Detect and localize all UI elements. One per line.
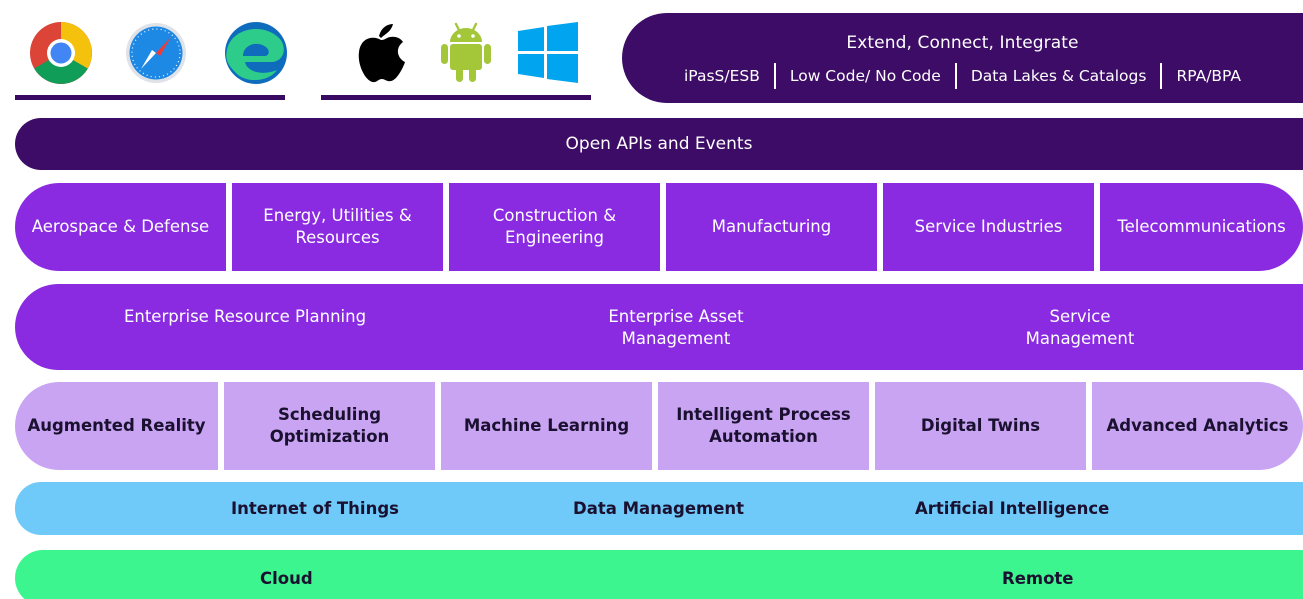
- industry-energy: Energy, Utilities & Resources: [232, 183, 443, 271]
- windows-icon: [515, 20, 581, 86]
- industry-service: Service Industries: [883, 183, 1094, 271]
- tech-scheduling-optimization: Scheduling Optimization: [224, 382, 435, 470]
- open-apis-bar: Open APIs and Events: [15, 118, 1303, 170]
- data-layer-bar: Internet of Things Data Management Artif…: [15, 482, 1303, 535]
- integration-item-data-lakes: Data Lakes & Catalogs: [970, 67, 1147, 85]
- integration-title: Extend, Connect, Integrate: [846, 33, 1079, 53]
- enterprise-erp: Enterprise Resource Planning: [123, 307, 367, 326]
- tech-machine-learning: Machine Learning: [441, 382, 652, 470]
- separator: [773, 63, 776, 89]
- industry-telecommunications: Telecommunications: [1100, 183, 1303, 271]
- enterprise-eam: Enterprise Asset Management: [608, 307, 744, 348]
- apple-icon: [348, 20, 414, 86]
- edge-icon: [223, 20, 289, 86]
- enterprise-service-management: Service Management: [1025, 307, 1135, 348]
- tech-augmented-reality: Augmented Reality: [15, 382, 218, 470]
- infrastructure-bar: Cloud Remote: [15, 550, 1303, 599]
- tech-intelligent-process-automation: Intelligent Process Automation: [658, 382, 869, 470]
- open-apis-label: Open APIs and Events: [565, 134, 753, 154]
- technologies-row: Augmented Reality Scheduling Optimizatio…: [15, 382, 1303, 470]
- tech-advanced-analytics: Advanced Analytics: [1092, 382, 1303, 470]
- integration-item-low-code: Low Code/ No Code: [789, 67, 941, 85]
- industry-manufacturing: Manufacturing: [666, 183, 877, 271]
- data-iot: Internet of Things: [231, 499, 399, 518]
- safari-icon: [123, 20, 189, 86]
- integration-item-rpa: RPA/BPA: [1176, 67, 1242, 85]
- tech-digital-twins: Digital Twins: [875, 382, 1086, 470]
- infra-remote: Remote: [1002, 568, 1074, 588]
- browsers-underline: [15, 95, 285, 100]
- data-ai: Artificial Intelligence: [915, 499, 1110, 518]
- industries-row: Aerospace & Defense Energy, Utilities & …: [15, 183, 1303, 271]
- android-icon: [433, 20, 499, 86]
- integration-item-ipaas: iPasS/ESB: [683, 67, 760, 85]
- separator: [954, 63, 957, 89]
- chrome-icon: [28, 20, 94, 86]
- industry-construction: Construction & Engineering: [449, 183, 660, 271]
- separator: [1160, 63, 1163, 89]
- industry-aerospace: Aerospace & Defense: [15, 183, 226, 271]
- enterprise-bar: Enterprise Resource Planning Enterprise …: [15, 284, 1303, 370]
- os-underline: [321, 95, 591, 100]
- infra-cloud: Cloud: [260, 568, 313, 588]
- integration-panel: Extend, Connect, Integrate iPasS/ESB Low…: [622, 13, 1303, 103]
- integration-items: iPasS/ESB Low Code/ No Code Data Lakes &…: [622, 63, 1303, 89]
- data-management: Data Management: [573, 499, 745, 518]
